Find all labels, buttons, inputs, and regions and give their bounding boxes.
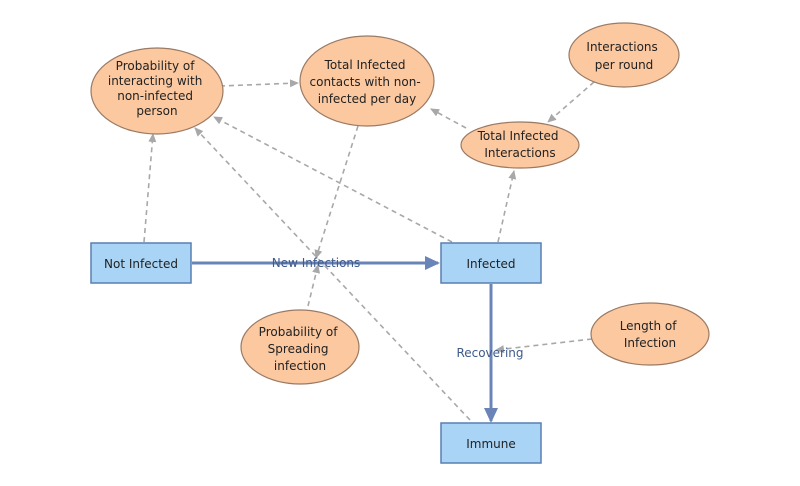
link-infected-to-prob-interacting (213, 116, 453, 243)
var-prob-spreading-line-1: Probability of (259, 325, 339, 339)
recovering-flow[interactable]: Recovering (456, 284, 524, 423)
link-prob-interacting-to-total-contacts (219, 79, 299, 88)
link-prob-spreading-to-new-infections (307, 264, 320, 307)
var-prob-interacting[interactable]: Probability of interacting with non-infe… (90, 47, 224, 135)
var-total-infected-contacts-label: Total Infected contacts with non- infect… (310, 58, 425, 106)
var-length-of-infection-label: Length of Infection (620, 319, 681, 350)
var-length-of-infection-line-1: Length of (620, 319, 678, 333)
stock-not-infected-label: Not Infected (104, 257, 178, 271)
var-total-infected-interactions-line-1: Total Infected (477, 129, 559, 143)
var-prob-spreading-label: Probability of Spreading infection (259, 325, 342, 373)
var-total-infected-contacts-line-2: contacts with non- (310, 75, 421, 89)
var-prob-interacting-line-4: person (136, 104, 177, 118)
stock-immune-label: Immune (466, 437, 516, 451)
var-length-of-infection-line-2: Infection (624, 336, 676, 350)
var-total-infected-contacts-line-1: Total Infected (324, 58, 406, 72)
var-prob-interacting-line-1: Probability of (116, 59, 196, 73)
var-total-infected-interactions-shape (460, 121, 580, 169)
stock-immune-box (440, 422, 542, 464)
stock-infected-label: Infected (466, 257, 515, 271)
link-interactions-per-round-to-total-interactions (547, 81, 595, 123)
new-infections-label: New Infections (272, 256, 361, 270)
var-interactions-per-round-label: Interactions per round (586, 40, 661, 72)
var-prob-spreading[interactable]: Probability of Spreading infection (240, 309, 360, 385)
stock-not-infected-box (90, 242, 192, 284)
var-total-infected-interactions-label: Total Infected Interactions (477, 129, 563, 160)
link-length-of-infection-to-recovering (495, 338, 593, 354)
var-prob-interacting-line-3: non-infected (117, 89, 193, 103)
var-prob-interacting-shape (90, 47, 224, 135)
var-interactions-per-round[interactable]: Interactions per round (568, 22, 680, 88)
link-infected-to-total-interactions (497, 170, 517, 243)
var-total-infected-contacts[interactable]: Total Infected contacts with non- infect… (299, 35, 435, 127)
var-interactions-per-round-line-2: per round (595, 58, 654, 72)
var-total-infected-contacts-line-3: infected per day (318, 92, 416, 106)
var-length-of-infection-shape (590, 302, 710, 366)
var-prob-interacting-line-2: interacting with (108, 74, 202, 88)
link-total-contacts-to-new-infections (314, 125, 359, 259)
link-not-infected-to-prob-interacting (143, 133, 157, 243)
var-prob-interacting-label: Probability of interacting with non-infe… (108, 59, 206, 118)
var-total-infected-interactions-line-2: Interactions (484, 146, 555, 160)
var-interactions-per-round-shape (568, 22, 680, 88)
var-prob-spreading-line-2: Spreading (268, 342, 329, 356)
stock-infected[interactable]: Infected (440, 242, 542, 284)
var-prob-spreading-line-3: infection (274, 359, 326, 373)
var-interactions-per-round-line-1: Interactions (586, 40, 657, 54)
var-total-infected-interactions[interactable]: Total Infected Interactions (460, 121, 580, 169)
var-prob-spreading-shape (240, 309, 360, 385)
stock-infected-box (440, 242, 542, 284)
link-total-interactions-to-total-contacts (430, 108, 467, 129)
link-immune-to-prob-interacting (194, 127, 471, 421)
var-length-of-infection[interactable]: Length of Infection (590, 302, 710, 366)
new-infections-flow[interactable]: New Infections (192, 256, 440, 270)
stock-immune[interactable]: Immune (440, 422, 542, 464)
var-total-infected-contacts-shape (299, 35, 435, 127)
recovering-label: Recovering (456, 346, 523, 360)
stock-not-infected[interactable]: Not Infected (90, 242, 192, 284)
